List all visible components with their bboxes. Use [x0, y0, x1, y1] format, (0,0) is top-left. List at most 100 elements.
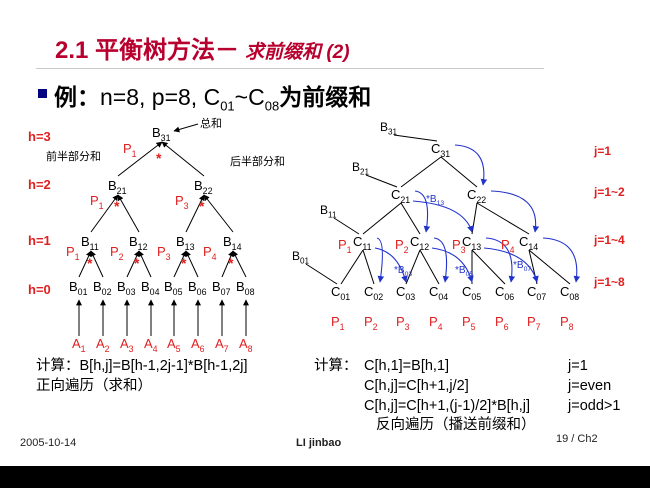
- right-range-label: j=1~8: [593, 275, 625, 289]
- left-processor-label: P1: [90, 193, 104, 211]
- right-range-label: j=1~2: [593, 185, 625, 199]
- multiply-arrow: [412, 200, 474, 233]
- right-bottom-processor-p8: P8: [560, 314, 574, 332]
- left-traversal-label: 正向遍历（求和）: [36, 378, 152, 394]
- footer-author: LI jinbao: [296, 437, 342, 449]
- left-edge-arrow: [117, 141, 163, 177]
- right-b-label-b31: B31: [380, 120, 398, 137]
- right-mult-label: *B07: [513, 260, 531, 273]
- left-edge-arrow: [138, 250, 152, 278]
- left-node-b07: B07: [212, 279, 231, 297]
- left-notes: 计算：B[h,j]=B[h-1,2j-1]*B[h-1,2j] 正向遍历（求和）: [36, 356, 248, 396]
- right-rule-1-condition: j=1: [568, 358, 588, 374]
- left-edge-arrow: [78, 250, 92, 278]
- right-processor-label: P4: [501, 237, 515, 255]
- right-bottom-processor-p3: P3: [396, 314, 410, 332]
- right-calc-label: 计算：: [314, 358, 358, 374]
- left-mult-star: *: [87, 255, 93, 271]
- footer-date: 2005-10-14: [20, 437, 77, 449]
- example-sub-start: 01: [220, 98, 235, 114]
- right-node-c08: C08: [560, 284, 579, 302]
- annotation-sum: 总和: [200, 116, 222, 130]
- right-rule-3-condition: j=odd>1: [568, 398, 621, 414]
- right-node-c04: C04: [429, 284, 448, 302]
- broadcast-arrow: [490, 190, 540, 233]
- left-node-b05: B05: [164, 279, 183, 297]
- right-tree-edge: [340, 249, 364, 285]
- left-input-a1: A1: [72, 336, 86, 354]
- left-edge-arrow: [90, 250, 104, 278]
- right-node-c11: C11: [353, 234, 372, 252]
- right-tree-edge: [362, 202, 402, 235]
- left-edge-arrow: [126, 250, 140, 278]
- right-tree-edge: [419, 249, 440, 285]
- example-sub-end: 08: [264, 98, 280, 114]
- multiply-arrow: [374, 247, 408, 283]
- level-label-h2: h=2: [28, 177, 51, 192]
- left-node-b31: B31: [152, 125, 171, 143]
- right-bottom-processor-p2: P2: [364, 314, 378, 332]
- left-input-a7: A7: [215, 336, 229, 354]
- right-rule-1-formula: C[h,1]=B[h,1]: [364, 358, 450, 374]
- right-node-c05: C05: [462, 284, 481, 302]
- level-label-h0: h=0: [28, 282, 51, 297]
- left-input-a8: A8: [239, 336, 253, 354]
- right-node-c06: C06: [495, 284, 514, 302]
- left-processor-label: P1: [66, 244, 80, 262]
- right-mult-label: *B05: [455, 265, 473, 278]
- annotation-first-half: 前半部分和: [46, 149, 101, 163]
- left-mult-star: *: [156, 150, 162, 166]
- right-traversal-label: 反向遍历（播送前缀和）: [376, 417, 536, 433]
- title-section: 2.1: [55, 37, 89, 64]
- right-processor-label: P2: [395, 237, 409, 255]
- title-main: 平衡树方法－: [95, 36, 240, 64]
- right-bottom-processor-p1: P1: [331, 314, 345, 332]
- right-b-link: [393, 134, 438, 142]
- right-tree-edge: [528, 249, 571, 285]
- example-suffix: 为前缀和: [279, 84, 372, 110]
- right-tree-edge: [400, 156, 442, 188]
- right-tree-edge: [400, 202, 421, 235]
- left-edge-arrow: [90, 194, 119, 233]
- right-node-c02: C02: [364, 284, 383, 302]
- left-edge-arrow: [203, 194, 234, 233]
- left-node-b11: B11: [81, 234, 99, 252]
- right-bottom-processor-p7: P7: [527, 314, 541, 332]
- right-node-c01: C01: [331, 284, 350, 302]
- right-bottom-processor-p5: P5: [462, 314, 476, 332]
- example-line: 例：n=8, p=8, C01~C08为前缀和: [54, 78, 371, 114]
- right-node-c21: C21: [391, 187, 410, 205]
- left-processor-label: P3: [157, 244, 171, 262]
- level-label-h1: h=1: [28, 233, 51, 248]
- example-prefix: n=8, p=8, C: [100, 84, 221, 110]
- right-tree-edge: [405, 249, 421, 285]
- left-edge-arrow: [161, 141, 205, 177]
- left-mult-star: *: [228, 255, 234, 271]
- right-b-label-b21: B21: [352, 160, 370, 177]
- right-b-link: [305, 263, 338, 285]
- right-processor-label: P3: [452, 237, 466, 255]
- right-rule-3-formula: C[h,j]=C[h+1,(j-1)/2]*B[h,j]: [364, 398, 531, 414]
- right-rule-2-condition: j=even: [568, 378, 612, 394]
- right-node-c31: C31: [431, 141, 450, 159]
- left-input-a6: A6: [191, 336, 205, 354]
- right-b-label-b11: B11: [320, 203, 337, 220]
- right-b-label-b01: B01: [292, 249, 310, 266]
- left-node-b02: B02: [93, 279, 112, 297]
- left-edge-arrow: [185, 194, 205, 233]
- right-mult-label: *B03: [394, 265, 412, 278]
- left-node-b14: B14: [223, 234, 242, 252]
- left-node-b12: B12: [129, 234, 148, 252]
- right-node-c13: C13: [462, 234, 481, 252]
- broadcast-arrow: [542, 237, 581, 283]
- right-node-c07: C07: [527, 284, 546, 302]
- left-edge-arrow: [221, 250, 234, 278]
- left-calc-formula: 计算：B[h,j]=B[h-1,2j-1]*B[h-1,2j]: [36, 358, 248, 374]
- broadcast-arrow: [485, 237, 516, 283]
- slide-title: 2.1 平衡树方法－求前缀和 (2): [55, 30, 350, 65]
- multiply-arrow: [483, 247, 539, 283]
- left-node-b22: B22: [194, 178, 213, 196]
